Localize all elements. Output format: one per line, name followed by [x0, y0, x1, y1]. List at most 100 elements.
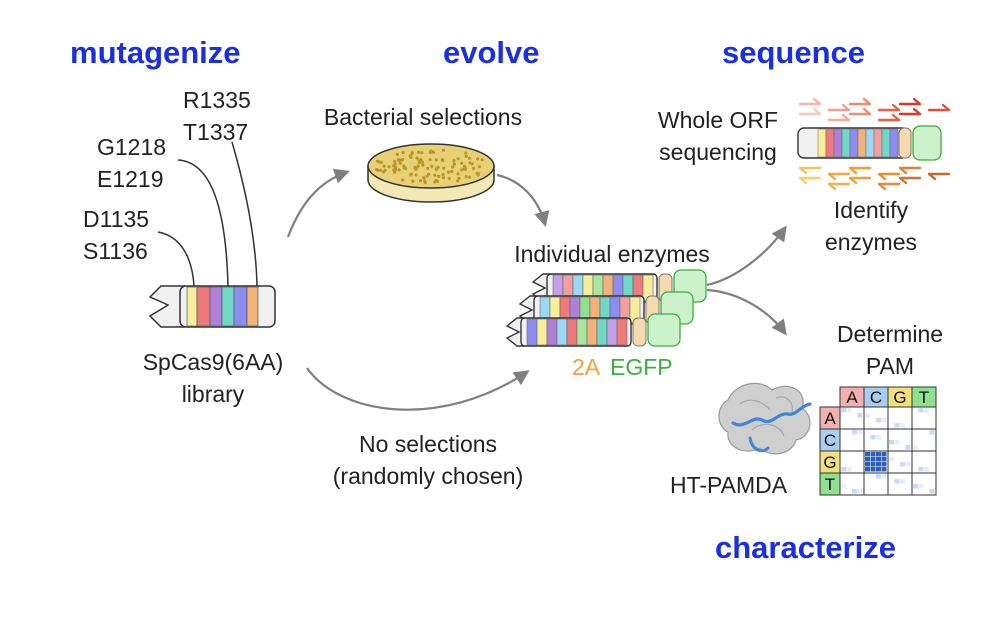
library-segment — [196, 286, 211, 327]
colony — [420, 160, 425, 164]
enzyme-segment — [616, 318, 628, 346]
colony — [464, 151, 468, 155]
pam-subcell — [870, 435, 876, 440]
mutation-label-s1136: S1136 — [83, 238, 148, 264]
colony — [440, 158, 444, 162]
pam-subcell — [900, 423, 905, 428]
pam-subcell — [870, 457, 876, 462]
mutation-label-r1335: R1335 — [183, 87, 251, 113]
pam-subcell — [894, 440, 900, 445]
whole-orf-line1: Whole ORF — [658, 107, 778, 133]
colony — [475, 171, 480, 175]
colony — [452, 159, 456, 163]
colony — [451, 165, 455, 169]
colony — [379, 168, 383, 172]
colony — [468, 161, 472, 165]
read-arrow — [798, 107, 822, 116]
read-arrow — [848, 166, 872, 175]
colony — [425, 174, 429, 178]
leader-line-d1135 — [157, 231, 195, 287]
pam-subcell — [905, 462, 911, 467]
colony — [456, 179, 460, 183]
pam-subcell — [876, 462, 881, 467]
colony — [400, 158, 404, 162]
pam-subcell — [929, 430, 935, 435]
sequencing-reads-top — [798, 97, 951, 122]
colony — [433, 173, 437, 177]
colony — [429, 149, 433, 153]
individual-enzymes-stack — [505, 269, 707, 347]
arrow-no-selections — [306, 367, 530, 411]
determine-line1: Determine — [837, 321, 943, 347]
pam-col-label: A — [846, 388, 858, 407]
pam-subcell — [865, 413, 870, 418]
sequenced-construct — [797, 125, 942, 161]
pam-subcell — [841, 484, 846, 489]
pam-subcell — [881, 467, 887, 472]
tag-egfp-label: EGFP — [610, 354, 673, 380]
pam-subcell — [881, 462, 887, 467]
mutation-label-t1337: T1337 — [183, 119, 248, 145]
read-arrow — [827, 182, 851, 191]
header-evolve: evolve — [443, 35, 540, 70]
colony — [464, 175, 468, 179]
colony — [420, 151, 424, 155]
pam-subcell — [852, 489, 857, 494]
library-segment — [233, 286, 248, 327]
protein-structure-icon — [718, 382, 812, 455]
pam-subcell — [870, 467, 876, 472]
colony — [437, 174, 441, 178]
colony — [434, 178, 438, 183]
library-segment — [246, 286, 259, 327]
pam-col-label: T — [919, 388, 929, 407]
determine-line2: PAM — [866, 353, 914, 379]
orf-segment — [889, 128, 899, 158]
read-arrow — [927, 103, 951, 112]
orf-2a-block — [898, 127, 912, 159]
header-sequence: sequence — [722, 35, 865, 70]
colony — [467, 156, 471, 160]
leader-line-g1218 — [177, 159, 229, 287]
read-arrow — [827, 172, 851, 181]
pam-subcell — [918, 467, 924, 472]
read-arrow — [898, 176, 922, 185]
pam-subcell — [865, 462, 870, 467]
colony — [442, 166, 446, 170]
pam-row-label: G — [823, 453, 836, 472]
no-selections-line2: (randomly chosen) — [333, 463, 523, 489]
pam-subcell — [918, 408, 924, 413]
leader-line-r1335 — [231, 141, 258, 287]
colony — [430, 164, 434, 168]
colony — [387, 165, 391, 169]
arrow-to-individual — [496, 173, 550, 227]
colony — [441, 176, 446, 180]
pam-col-label: C — [870, 388, 882, 407]
colony — [450, 170, 454, 174]
pam-subcell — [852, 430, 857, 435]
identify-line2: enzymes — [825, 229, 917, 255]
sequencing-reads-bottom — [798, 166, 951, 191]
tag-2a-label: 2A — [572, 354, 601, 380]
pam-subcell — [841, 408, 846, 413]
colony — [397, 168, 401, 172]
ht-pamda-label: HT-PAMDA — [670, 472, 788, 498]
colony — [374, 167, 379, 172]
whole-orf-line2: sequencing — [659, 139, 777, 165]
colony — [393, 160, 397, 164]
pam-subcell — [870, 452, 876, 457]
orf-egfp-block — [912, 125, 942, 161]
colony — [478, 165, 482, 169]
colony — [418, 179, 422, 183]
pam-row-label: A — [824, 409, 836, 428]
colony — [411, 179, 415, 183]
orf-segment — [865, 128, 875, 158]
read-arrow — [927, 172, 951, 181]
orf-segment — [881, 128, 891, 158]
read-arrow — [848, 176, 872, 185]
mutation-label-g1218: G1218 — [97, 134, 166, 160]
read-arrow — [898, 107, 922, 116]
read-arrow — [848, 97, 872, 106]
pam-subcell — [881, 474, 887, 479]
bacterial-selections-label: Bacterial selections — [324, 104, 522, 130]
